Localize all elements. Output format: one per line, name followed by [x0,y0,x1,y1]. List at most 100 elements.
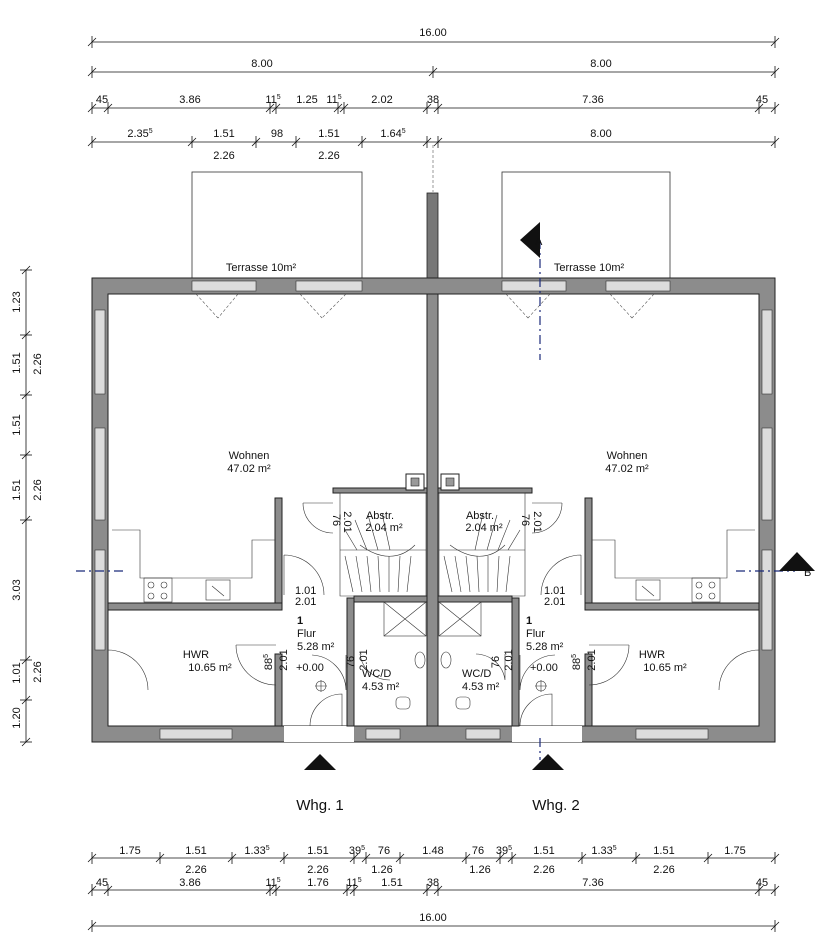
dim-left-0: 1.23 [11,291,23,312]
dim-bot2-0: 45 [96,877,108,889]
door-abstr-left-w: 76 [330,514,342,526]
dim-top4-4: 1.645 [380,128,405,140]
dim-top4b-0: 2.26 [213,150,234,162]
dim-bot1-9: 1.51 [533,845,554,857]
entrance-right-arrow-icon [532,754,564,770]
room-flur-right-name: Flur [526,628,545,640]
room-wohnen-right-area: 47.02 m² [605,463,649,475]
dim-bot1-12: 1.75 [724,845,745,857]
room-hwr-right-name: HWR [639,649,665,661]
room-abstr-left-name: Abstr. [366,510,394,522]
section-b-label: B [804,567,811,579]
dim-top3-5: 2.02 [371,94,392,106]
door-flur-left-h: 2.01 [295,596,316,608]
room-wc-left-area: 4.53 m² [362,681,400,693]
terrace-label-left: Terrasse 10m² [226,262,297,274]
room-wc-left-name: WC/D [362,668,391,680]
dim-bot1-5: 76 [378,845,390,857]
room-wc-right-name: WC/D [462,668,491,680]
room-wohnen-left-name: Wohnen [229,450,270,462]
room-wohnen-right-name: Wohnen [607,450,648,462]
dim-bot2-1: 3.86 [179,877,200,889]
dim-left-5: 1.01 [11,662,23,683]
dim-top3-4: 115 [326,94,341,106]
entrance-left-arrow-icon [304,754,336,770]
section-a-label: A [535,236,543,248]
dim-bot1-8: 395 [496,845,512,857]
walls [91,277,776,743]
room-hwr-left-name: HWR [183,649,209,661]
room-wohnen-left-area: 47.02 m² [227,463,271,475]
fixtures [112,529,755,710]
dim-top4b-1: 2.26 [318,150,339,162]
dim-top3-3: 1.25 [296,94,317,106]
door-wc-right-w: 76 [490,656,502,668]
dim-bot2-7: 7.36 [582,877,603,889]
unit-label-right: Whg. 2 [532,797,580,814]
door-hwr-left-h: 2.01 [278,649,290,670]
dim-bot2-2: 115 [265,877,280,889]
room-flur-left-area: 5.28 m² [297,641,335,653]
dim-bot2-3: 1.76 [307,877,328,889]
dim-left-2: 1.51 [11,414,23,435]
dim-bot1b-4: 2.26 [533,864,554,876]
dim-bot2-6: 38 [427,877,439,889]
dim-top4-0: 2.355 [127,128,152,140]
door-hwr-right-w: 885 [571,654,583,670]
door-wc-left-w: 76 [345,656,357,668]
terraces: Terrasse 10m² Terrasse 10m² [191,171,671,281]
dim-top4-1: 1.51 [213,128,234,140]
dim-bot1-0: 1.75 [119,845,140,857]
room-flur-right-area: 5.28 m² [526,641,564,653]
room-abstr-left-area: 2.04 m² [365,522,403,534]
dimension-lines-top: 16.00 8.00 8.00 45 3.86 115 1.25 115 2.0… [87,27,780,162]
door-flur-right-w: 1.01 [544,585,565,597]
door-abstr-left-h: 2.01 [341,511,353,532]
dim-bot1b-1: 2.26 [307,864,328,876]
terrace-label-right: Terrasse 10m² [554,262,625,274]
dim-top3-6: 38 [427,94,439,106]
dim-top-total: 16.00 [419,27,447,39]
door-hwr-right-h: 2.01 [586,649,598,670]
door-hwr-left-w: 885 [263,654,275,670]
dim-bot2-8: 45 [756,877,768,889]
unit-label-left: Whg. 1 [296,797,344,814]
section-a-arrow-icon [520,222,540,258]
dim-bot1-7: 76 [472,845,484,857]
section-markers: A B [76,145,815,770]
dim-top4-3: 1.51 [318,128,339,140]
room-flur-left-num: 1 [297,615,303,627]
dim-bot-total: 16.00 [419,912,447,924]
room-abstr-right-area: 2.04 m² [465,522,503,534]
dim-left-1: 1.51 [11,352,23,373]
dim-top3-2: 115 [265,94,280,106]
dim-bot1-3: 1.51 [307,845,328,857]
room-labels: Wohnen 47.02 m² Wohnen 47.02 m² HWR 10.6… [183,450,687,693]
dim-top3-0: 45 [96,94,108,106]
dim-bot2-5: 1.51 [381,877,402,889]
dim-bot2-4: 115 [346,877,361,889]
dim-bot1-1: 1.51 [185,845,206,857]
dim-top4-2: 98 [271,128,283,140]
dimension-lines-bottom: 1.75 1.51 1.335 1.51 395 76 1.48 76 395 … [87,845,780,932]
room-flur-left-level: +0.00 [296,662,324,674]
dim-left-6: 1.20 [11,707,23,728]
room-hwr-right-area: 10.65 m² [643,662,687,674]
room-wc-right-area: 4.53 m² [462,681,500,693]
door-wc-right-h: 2.01 [503,649,515,670]
room-hwr-left-area: 10.65 m² [188,662,232,674]
dim-top3-8: 45 [756,94,768,106]
dim-left2-2: 2.26 [32,661,44,682]
door-wc-left-h: 2.01 [358,649,370,670]
room-flur-right-num: 1 [526,615,532,627]
dim-top3-7: 7.36 [582,94,603,106]
dim-top4-5: 8.00 [590,128,611,140]
dim-left2-1: 2.26 [32,479,44,500]
room-abstr-right-name: Abstr. [466,510,494,522]
dim-bot1-6: 1.48 [422,845,443,857]
door-swings [107,293,760,727]
dim-bot1b-0: 2.26 [185,864,206,876]
dim-bot1b-3: 1.26 [469,864,490,876]
door-flur-left-w: 1.01 [295,585,316,597]
